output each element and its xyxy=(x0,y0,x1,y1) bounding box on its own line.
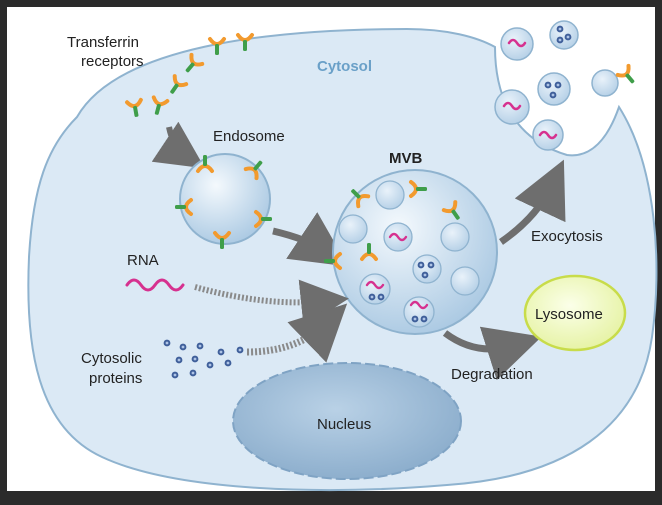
label-rna: RNA xyxy=(127,252,159,269)
label-endosome: Endosome xyxy=(213,128,285,145)
label-cytosolic-proteins-line2: proteins xyxy=(89,370,142,387)
label-mvb: MVB xyxy=(389,150,423,167)
label-cytosolic-proteins-line1: Cytosolic xyxy=(81,350,142,367)
mvb xyxy=(322,169,498,335)
label-transferrin-receptors-line2: receptors xyxy=(81,53,144,70)
label-transferrin-receptors-line1: Transferrin xyxy=(67,34,139,51)
lysosome xyxy=(523,274,627,352)
exocytosis-arrow xyxy=(499,159,566,245)
degradation-arrow xyxy=(442,326,542,381)
rna-uptake-arrow xyxy=(194,279,349,328)
nucleus xyxy=(232,362,462,480)
cell-diagram: Transferrin receptors Cytosol Endosome M… xyxy=(27,20,658,491)
exosome-cluster xyxy=(494,20,641,151)
endosome-to-mvb-arrow xyxy=(272,212,349,267)
label-exocytosis: Exocytosis xyxy=(531,228,603,245)
rna-strand xyxy=(125,278,185,292)
label-lysosome: Lysosome xyxy=(535,306,603,323)
label-degradation: Degradation xyxy=(451,366,533,383)
endosome xyxy=(173,153,274,251)
endocytosis-arrow xyxy=(151,121,205,169)
label-cytosol: Cytosol xyxy=(317,58,372,75)
label-nucleus: Nucleus xyxy=(317,416,371,433)
protein-uptake-arrow xyxy=(246,303,348,363)
